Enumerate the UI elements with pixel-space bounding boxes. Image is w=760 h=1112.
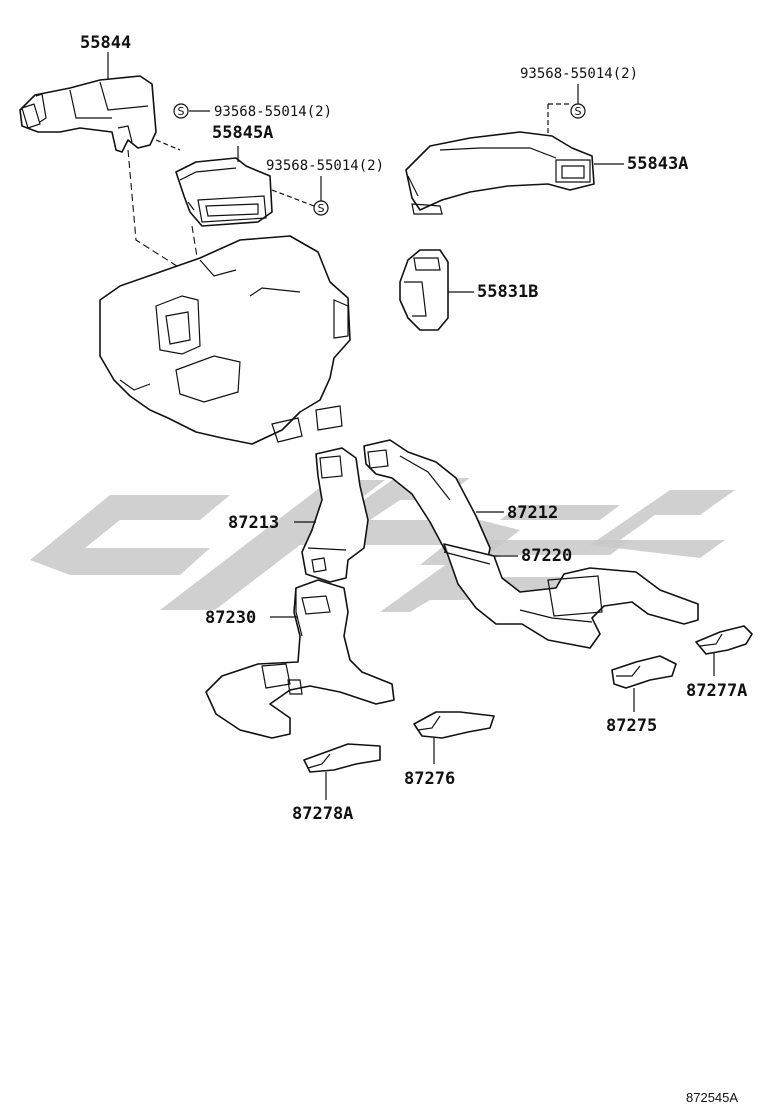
part-55844-duct[interactable] [19,75,157,153]
part-87276[interactable] [413,711,495,739]
screw-letter-b: S [318,202,325,215]
callout-55843a: 55843A [627,154,688,174]
screw-symbol-c: S [570,103,586,119]
part-87277a[interactable] [695,625,753,655]
part-55843a-duct[interactable] [405,131,595,215]
callout-87275: 87275 [606,716,657,736]
screw-letter-c: S [575,105,582,118]
part-87278a[interactable] [303,743,381,773]
screw-symbol-a: S [173,103,189,119]
reference-code: 872545A [686,1090,738,1105]
part-55831b-duct[interactable] [399,249,449,331]
part-87213-duct[interactable] [301,447,369,583]
callout-87220: 87220 [521,546,572,566]
part-87220-duct[interactable] [443,543,699,649]
screw-symbol-b: S [313,200,329,216]
part-55845a-duct[interactable] [175,157,273,227]
callout-87212: 87212 [507,503,558,523]
part-87275[interactable] [611,655,677,689]
callout-87230: 87230 [205,608,256,628]
callout-55844: 55844 [80,33,131,53]
callout-87277a: 87277A [686,681,747,701]
callout-screw-a: 93568-55014(2) [214,104,332,120]
callout-55845a: 55845A [212,123,273,143]
callout-55831b: 55831B [477,282,538,302]
leader-screw-b-dash [271,189,315,207]
callout-screw-c: 93568-55014(2) [520,66,638,82]
callout-87213: 87213 [228,513,279,533]
part-heater-unit [99,235,351,445]
leader-screw-a-dash [155,139,181,151]
callout-87276: 87276 [404,769,455,789]
callout-screw-b: 93568-55014(2) [266,158,384,174]
screw-letter-a: S [178,105,185,118]
hidden-line-55844 [127,149,181,269]
part-87230-duct[interactable] [205,579,395,739]
callout-87278a: 87278A [292,804,353,824]
